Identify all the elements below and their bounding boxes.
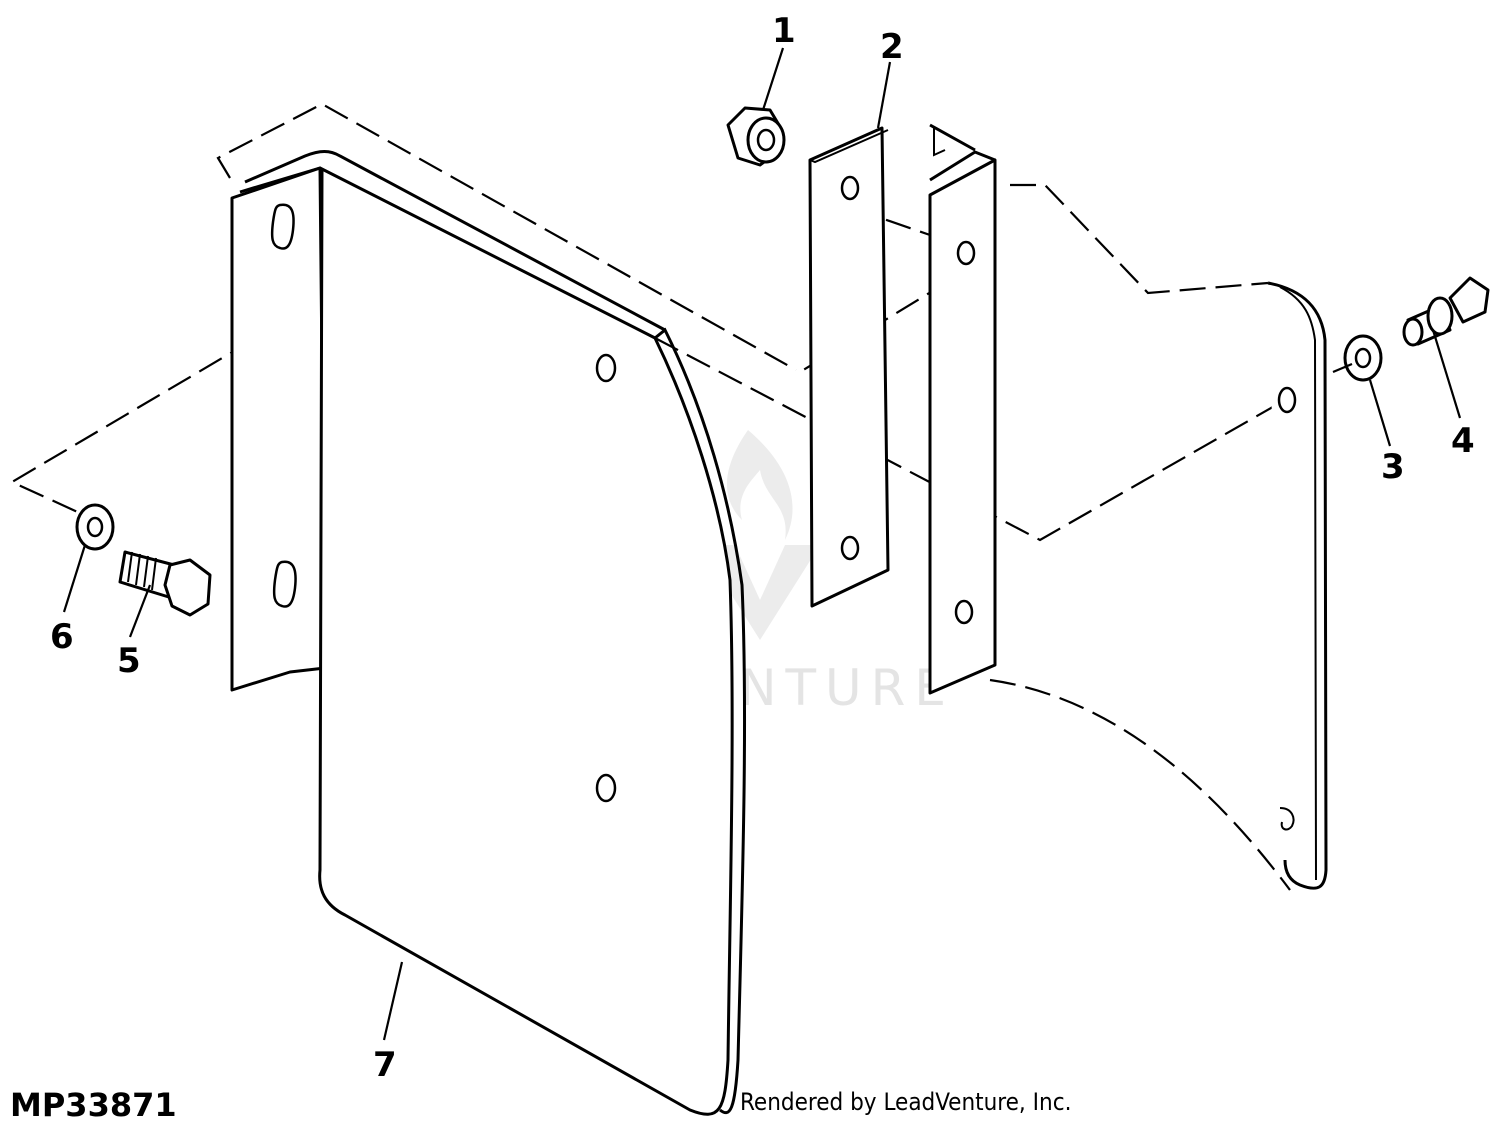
- washer-part-6: [75, 503, 115, 551]
- side-guard-panel: [1267, 281, 1328, 890]
- callout-4: 4: [1451, 421, 1475, 461]
- shoulder-bolt-part: [1402, 276, 1490, 347]
- callout-1: 1: [772, 11, 796, 51]
- guard-hole-upper: [1277, 386, 1297, 414]
- strap-hole-bottom: [840, 535, 860, 561]
- plate-hole-upper: [595, 353, 617, 383]
- leader-5: [128, 584, 152, 638]
- strap-edge: [809, 129, 889, 164]
- bracket-outline-dashed: [216, 102, 797, 371]
- plate-hidden-edge-dashed: [654, 337, 1286, 542]
- channel-lip: [929, 123, 996, 182]
- bracket-plate-thickness-edge: [654, 327, 747, 1115]
- channel-bracket-part: [928, 123, 997, 695]
- bracket-slot-top: [270, 203, 295, 250]
- leader-4: [1431, 329, 1462, 419]
- bracket-slot-bottom: [272, 560, 297, 608]
- leader-7: [382, 961, 404, 1041]
- bracket-plate-top-edge: [244, 150, 666, 332]
- leader-3: [1368, 379, 1392, 447]
- washer-6-inner: [86, 516, 104, 538]
- callout-6: 6: [50, 617, 74, 657]
- bolt-4-shank-end: [1402, 317, 1424, 347]
- bolt-4-head: [1448, 276, 1490, 324]
- diagram-code: MP33871: [10, 1086, 177, 1124]
- channel-hole-top: [956, 240, 976, 266]
- leader-2: [876, 61, 892, 129]
- washer-part-3: [1343, 334, 1383, 382]
- guard-bottom-dashed: [989, 678, 1291, 891]
- callout-5: 5: [117, 641, 141, 681]
- bolt-5-head: [163, 558, 212, 617]
- callout-2: 2: [880, 27, 904, 67]
- watermark-flame-icon: [726, 430, 793, 540]
- bolt-4-flange: [1426, 296, 1454, 336]
- nut-bore: [756, 128, 776, 152]
- callout-7: 7: [373, 1045, 397, 1085]
- watermark-v-icon: [700, 545, 820, 640]
- callouts: 1 2 3 4 5 6 7: [50, 11, 1475, 1085]
- guard-hole-lower: [1279, 807, 1295, 831]
- guard-top-dashed: [1010, 183, 1269, 295]
- leader-lines: [62, 47, 1462, 1041]
- channel-hole-bottom: [954, 599, 974, 625]
- mounting-bracket-part: [230, 150, 747, 1116]
- leader-6: [62, 544, 87, 613]
- side-guard-part: [1267, 281, 1328, 890]
- washer-3-inner: [1354, 347, 1372, 369]
- hex-bolt-part: [118, 550, 212, 617]
- channel-lip-inner: [933, 128, 946, 157]
- plate-hole-lower: [595, 773, 617, 803]
- side-guard-inner-edge: [1279, 286, 1317, 881]
- leader-1: [761, 47, 785, 111]
- bracket-plate: [239, 166, 734, 1116]
- bolt-5-threads: [127, 551, 157, 591]
- callout-3: 3: [1381, 447, 1405, 487]
- channel-face: [928, 158, 997, 695]
- flange-nut-part: [726, 106, 786, 167]
- render-credit: Rendered by LeadVenture, Inc.: [740, 1088, 1071, 1116]
- strap-part: [808, 126, 890, 608]
- strap-hole-top: [840, 175, 860, 201]
- strap-face: [808, 126, 890, 608]
- leader-bolt-line: [1332, 362, 1353, 374]
